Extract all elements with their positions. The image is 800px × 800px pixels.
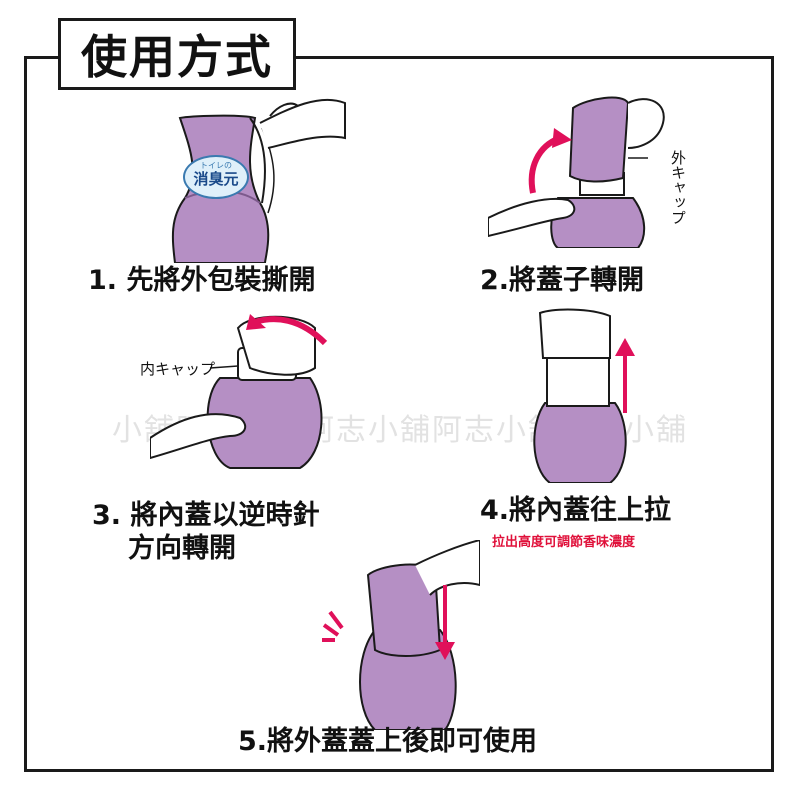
outer-cap-label: 外キャップ (669, 150, 687, 225)
step-3-label: 3. 將內蓋以逆時針 (92, 500, 320, 531)
step1-illustration (171, 98, 346, 263)
step-3-label-cont: 方向轉開 (128, 533, 236, 564)
step-4-note: 拉出高度可調節香味濃度 (492, 535, 636, 550)
step-1-label: 1. 先將外包裝撕開 (88, 265, 316, 296)
product-badge-main: 消臭元 (193, 170, 239, 188)
step5-illustration (322, 540, 480, 730)
page-title: 使用方式 (58, 18, 296, 90)
step-2-label: 2.將蓋子轉開 (480, 265, 645, 296)
step-4-label: 4.將內蓋往上拉 (480, 495, 672, 526)
inner-cap-label: 内キャップ (140, 360, 216, 378)
watermark: 小舖阿志小舖阿志小舖阿志小舖阿志小舖 (112, 413, 688, 448)
step-5-label: 5.將外蓋蓋上後即可使用 (238, 726, 538, 757)
step3-illustration (150, 314, 328, 469)
step4-illustration (533, 308, 635, 483)
product-badge-top: トイレの (200, 161, 232, 170)
product-badge: トイレの 消臭元 (183, 155, 249, 199)
step2-illustration (488, 96, 665, 248)
